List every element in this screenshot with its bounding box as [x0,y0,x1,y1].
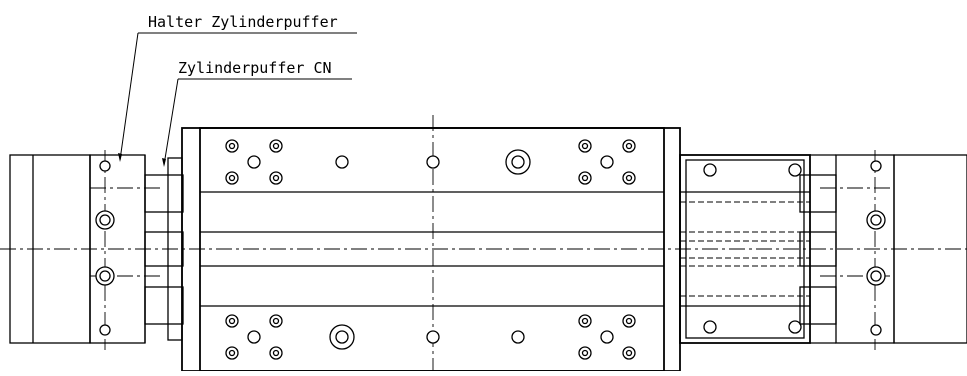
label-holder: Halter Zylinderpuffer [118,13,357,162]
label-buffer-text: Zylinderpuffer CN [178,59,332,77]
fastener-holes [95,139,886,360]
right-end-plate [810,154,967,344]
left-end-plate [9,154,146,344]
right-buffers [799,174,837,325]
label-buffer: Zylinderpuffer CN [162,59,352,167]
right-rail [679,154,811,344]
label-holder-text: Halter Zylinderpuffer [148,13,338,31]
